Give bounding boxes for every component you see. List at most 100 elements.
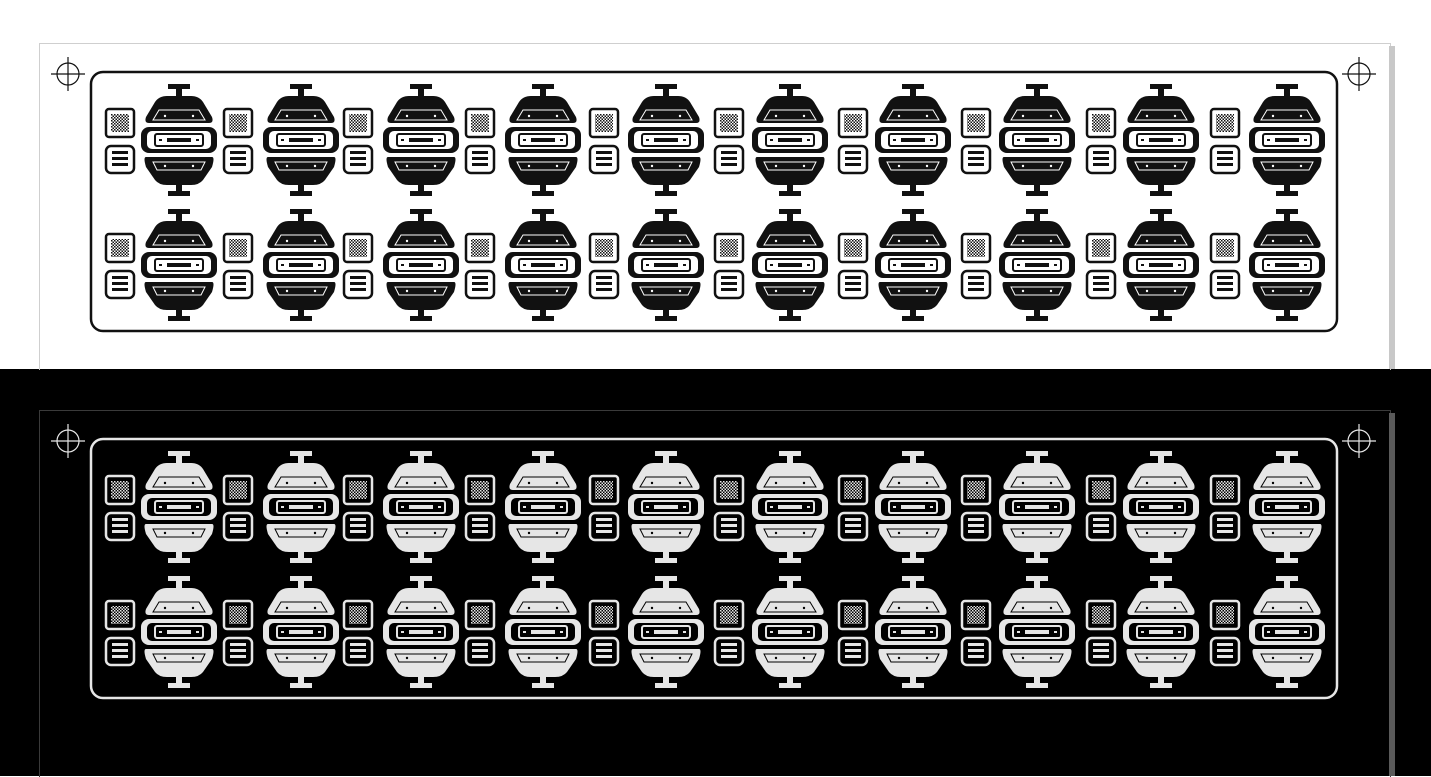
slotted-tab-icon — [1085, 511, 1117, 542]
mesh-tab-icon — [1209, 232, 1241, 264]
mesh-tab-icon — [837, 232, 869, 264]
buckle-part-icon — [383, 209, 459, 321]
mesh-tab-icon — [342, 232, 374, 264]
mesh-tab-icon — [1085, 107, 1117, 139]
slotted-tab-icon — [1209, 269, 1241, 300]
slotted-tab-icon — [464, 144, 496, 175]
mesh-tab-icon — [104, 232, 136, 264]
slotted-tab-icon — [1209, 144, 1241, 175]
slotted-tab-icon — [713, 144, 745, 175]
buckle-part-icon — [1123, 84, 1199, 196]
mesh-tab-icon — [1209, 107, 1241, 139]
slotted-tab-icon — [222, 269, 254, 300]
crosshair-icon — [1342, 57, 1376, 91]
mesh-tab-icon — [588, 107, 620, 139]
mesh-tab-icon — [464, 232, 496, 264]
buckle-part-icon — [628, 576, 704, 688]
buckle-part-icon — [383, 451, 459, 563]
slotted-tab-icon — [588, 144, 620, 175]
mesh-tab-icon — [464, 599, 496, 631]
mesh-tab-icon — [104, 474, 136, 506]
buckle-part-icon — [875, 209, 951, 321]
buckle-part-icon — [263, 576, 339, 688]
slotted-tab-icon — [342, 511, 374, 542]
slotted-tab-icon — [588, 636, 620, 667]
slotted-tab-icon — [960, 269, 992, 300]
slotted-tab-icon — [464, 511, 496, 542]
sheet-shadow — [1389, 413, 1395, 776]
buckle-part-icon — [1249, 576, 1325, 688]
buckle-part-icon — [1249, 209, 1325, 321]
slotted-tab-icon — [104, 511, 136, 542]
mesh-tab-icon — [342, 474, 374, 506]
mesh-tab-icon — [1209, 474, 1241, 506]
mesh-tab-icon — [588, 474, 620, 506]
mesh-tab-icon — [837, 474, 869, 506]
buckle-part-icon — [999, 209, 1075, 321]
slotted-tab-icon — [104, 636, 136, 667]
slotted-tab-icon — [713, 511, 745, 542]
negative-proof — [51, 424, 1376, 700]
mesh-tab-icon — [1085, 232, 1117, 264]
slotted-tab-icon — [1209, 636, 1241, 667]
buckle-part-icon — [628, 451, 704, 563]
slotted-tab-icon — [713, 636, 745, 667]
buckle-part-icon — [1123, 451, 1199, 563]
buckle-part-icon — [752, 84, 828, 196]
slotted-tab-icon — [837, 511, 869, 542]
mesh-tab-icon — [588, 599, 620, 631]
buckle-part-icon — [263, 451, 339, 563]
buckle-part-icon — [628, 84, 704, 196]
sheet-shadow — [1389, 46, 1395, 369]
buckle-part-icon — [383, 576, 459, 688]
slotted-tab-icon — [960, 636, 992, 667]
mesh-tab-icon — [960, 107, 992, 139]
mesh-tab-icon — [837, 107, 869, 139]
mesh-tab-icon — [713, 599, 745, 631]
crosshair-icon — [51, 57, 85, 91]
slotted-tab-icon — [837, 144, 869, 175]
buckle-part-icon — [999, 451, 1075, 563]
mesh-tab-icon — [1209, 599, 1241, 631]
slotted-tab-icon — [464, 636, 496, 667]
buckle-part-icon — [505, 451, 581, 563]
buckle-part-icon — [999, 576, 1075, 688]
mesh-tab-icon — [104, 599, 136, 631]
mesh-tab-icon — [1085, 599, 1117, 631]
buckle-part-icon — [875, 451, 951, 563]
buckle-part-icon — [628, 209, 704, 321]
buckle-part-icon — [505, 209, 581, 321]
buckle-part-icon — [263, 209, 339, 321]
mesh-tab-icon — [222, 474, 254, 506]
slotted-tab-icon — [588, 269, 620, 300]
mesh-tab-icon — [588, 232, 620, 264]
slotted-tab-icon — [342, 144, 374, 175]
buckle-part-icon — [141, 451, 217, 563]
mesh-tab-icon — [960, 232, 992, 264]
mesh-tab-icon — [713, 107, 745, 139]
buckle-part-icon — [752, 576, 828, 688]
mesh-tab-icon — [222, 232, 254, 264]
buckle-part-icon — [1123, 576, 1199, 688]
buckle-part-icon — [1249, 84, 1325, 196]
mesh-tab-icon — [464, 107, 496, 139]
buckle-part-icon — [505, 576, 581, 688]
buckle-part-icon — [875, 576, 951, 688]
mesh-tab-icon — [104, 107, 136, 139]
buckle-part-icon — [141, 576, 217, 688]
slotted-tab-icon — [222, 636, 254, 667]
slotted-tab-icon — [222, 144, 254, 175]
slotted-tab-icon — [222, 511, 254, 542]
slotted-tab-icon — [1085, 144, 1117, 175]
buckle-part-icon — [505, 84, 581, 196]
slotted-tab-icon — [104, 269, 136, 300]
slotted-tab-icon — [1085, 636, 1117, 667]
mesh-tab-icon — [342, 599, 374, 631]
mesh-tab-icon — [713, 232, 745, 264]
mesh-tab-icon — [960, 599, 992, 631]
mesh-tab-icon — [960, 474, 992, 506]
buckle-part-icon — [263, 84, 339, 196]
mesh-tab-icon — [464, 474, 496, 506]
mesh-tab-icon — [1085, 474, 1117, 506]
